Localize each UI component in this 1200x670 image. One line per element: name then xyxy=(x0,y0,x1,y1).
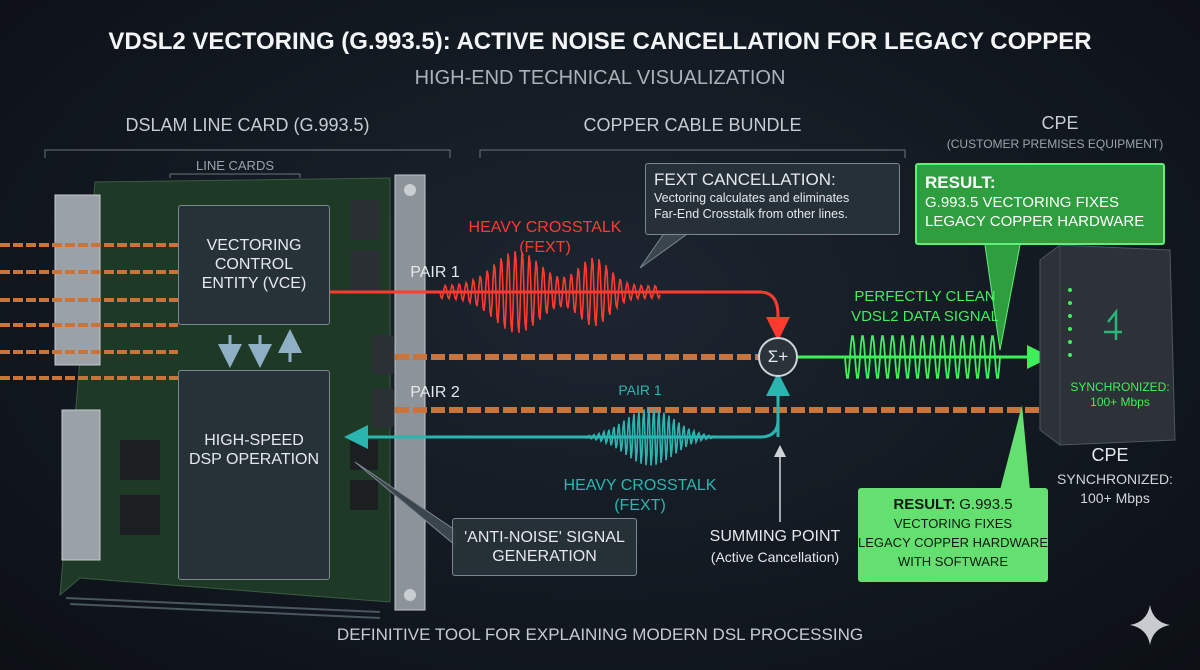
faceplate xyxy=(394,174,426,611)
input-cables xyxy=(0,243,178,380)
router-screen-line: 100+ Mbps xyxy=(1090,395,1150,409)
fext-callout: FEXT CANCELLATION: Vectoring calculates … xyxy=(645,163,900,235)
page-subtitle: HIGH-END TECHNICAL VISUALIZATION xyxy=(414,67,786,89)
fext-callout-title: FEXT CANCELLATION: xyxy=(654,170,836,189)
anti-noise-line: 'ANTI-NOISE' SIGNAL xyxy=(464,529,625,546)
clean-label-2: VDSL2 DATA SIGNAL xyxy=(851,308,999,325)
result2-line: LEGACY COPPER HARDWARE xyxy=(858,535,1048,550)
pair2-label: PAIR 2 xyxy=(410,384,460,401)
page-title: VDSL2 VECTORING (G.993.5): ACTIVE NOISE … xyxy=(108,28,1092,55)
result2-callout-tail xyxy=(1000,405,1030,490)
line-cards-label: LINE CARDS xyxy=(195,158,275,173)
summing-point-label: SUMMING POINT xyxy=(709,528,841,545)
fext-callout-tail xyxy=(639,231,691,269)
sparkle-icon xyxy=(1130,605,1170,645)
result-line: G.993.5 VECTORING FIXES xyxy=(925,194,1119,211)
clean-label-1: PERFECTLY CLEAN xyxy=(854,288,996,305)
teal-pair1-label: PAIR 1 xyxy=(618,382,662,398)
pair1-label: PAIR 1 xyxy=(410,264,460,281)
result-line: LEGACY COPPER HARDWARE xyxy=(925,213,1145,230)
result2-title: RESULT: xyxy=(893,496,956,513)
result-callout-tail xyxy=(984,244,1021,351)
result-callout: RESULT: G.993.5 VECTORING FIXES LEGACY C… xyxy=(915,163,1165,245)
footer-text: DEFINITIVE TOOL FOR EXPLAINING MODERN DS… xyxy=(336,625,864,644)
cpe-router xyxy=(1039,244,1176,446)
red-fext-label: (FEXT) xyxy=(519,239,571,256)
router-screen-line: SYNCHRONIZED: xyxy=(1070,380,1170,394)
copper-bracket xyxy=(479,149,906,158)
vce-box: VECTORING CONTROL ENTITY (VCE) xyxy=(178,205,330,325)
result2-standard: G.993.5 xyxy=(959,496,1013,513)
router-screen-status: SYNCHRONIZED: 100+ Mbps xyxy=(1065,380,1175,410)
dsp-box: HIGH-SPEED DSP OPERATION xyxy=(178,370,330,580)
dslam-bracket xyxy=(44,149,451,158)
result-title: RESULT: xyxy=(925,173,996,192)
pair1-crosstalk-arrow xyxy=(330,290,790,341)
clean-signal-wave xyxy=(844,335,1001,379)
result-callout-2: RESULT: G.993.5 VECTORING FIXES LEGACY C… xyxy=(858,488,1048,582)
sum-symbol: Σ+ xyxy=(767,347,789,366)
dslam-section-label: DSLAM LINE CARD (G.993.5) xyxy=(125,115,370,135)
cpe-status-2: 100+ Mbps xyxy=(1080,490,1150,506)
summing-point-sublabel: (Active Cancellation) xyxy=(710,549,840,565)
cpe-label: CPE xyxy=(1091,445,1129,465)
cpe-section-label: CPE xyxy=(1041,113,1079,133)
anti-noise-callout: 'ANTI-NOISE' SIGNAL GENERATION xyxy=(452,518,637,576)
cpe-full-label: (CUSTOMER PREMISES EQUIPMENT) xyxy=(946,137,1164,151)
copper-section-label: COPPER CABLE BUNDLE xyxy=(583,115,802,135)
fext-callout-line: Vectoring calculates and eliminates xyxy=(654,191,850,205)
result2-line: VECTORING FIXES xyxy=(893,516,1013,531)
red-crosstalk-label: HEAVY CROSSTALK xyxy=(468,219,622,236)
teal-crosstalk-wave xyxy=(569,408,731,466)
result2-line: WITH SOFTWARE xyxy=(897,554,1008,569)
red-crosstalk-wave xyxy=(439,251,661,333)
fext-callout-line: Far-End Crosstalk from other lines. xyxy=(654,207,848,221)
teal-fext-label: (FEXT) xyxy=(614,497,666,514)
anti-noise-line: GENERATION xyxy=(492,548,597,565)
router-logo-icon xyxy=(1104,308,1122,340)
line-cards-bracket xyxy=(169,173,301,178)
summing-node xyxy=(758,337,798,377)
teal-crosstalk-label: HEAVY CROSSTALK xyxy=(563,477,717,494)
cpe-status-1: SYNCHRONIZED: xyxy=(1057,471,1173,487)
